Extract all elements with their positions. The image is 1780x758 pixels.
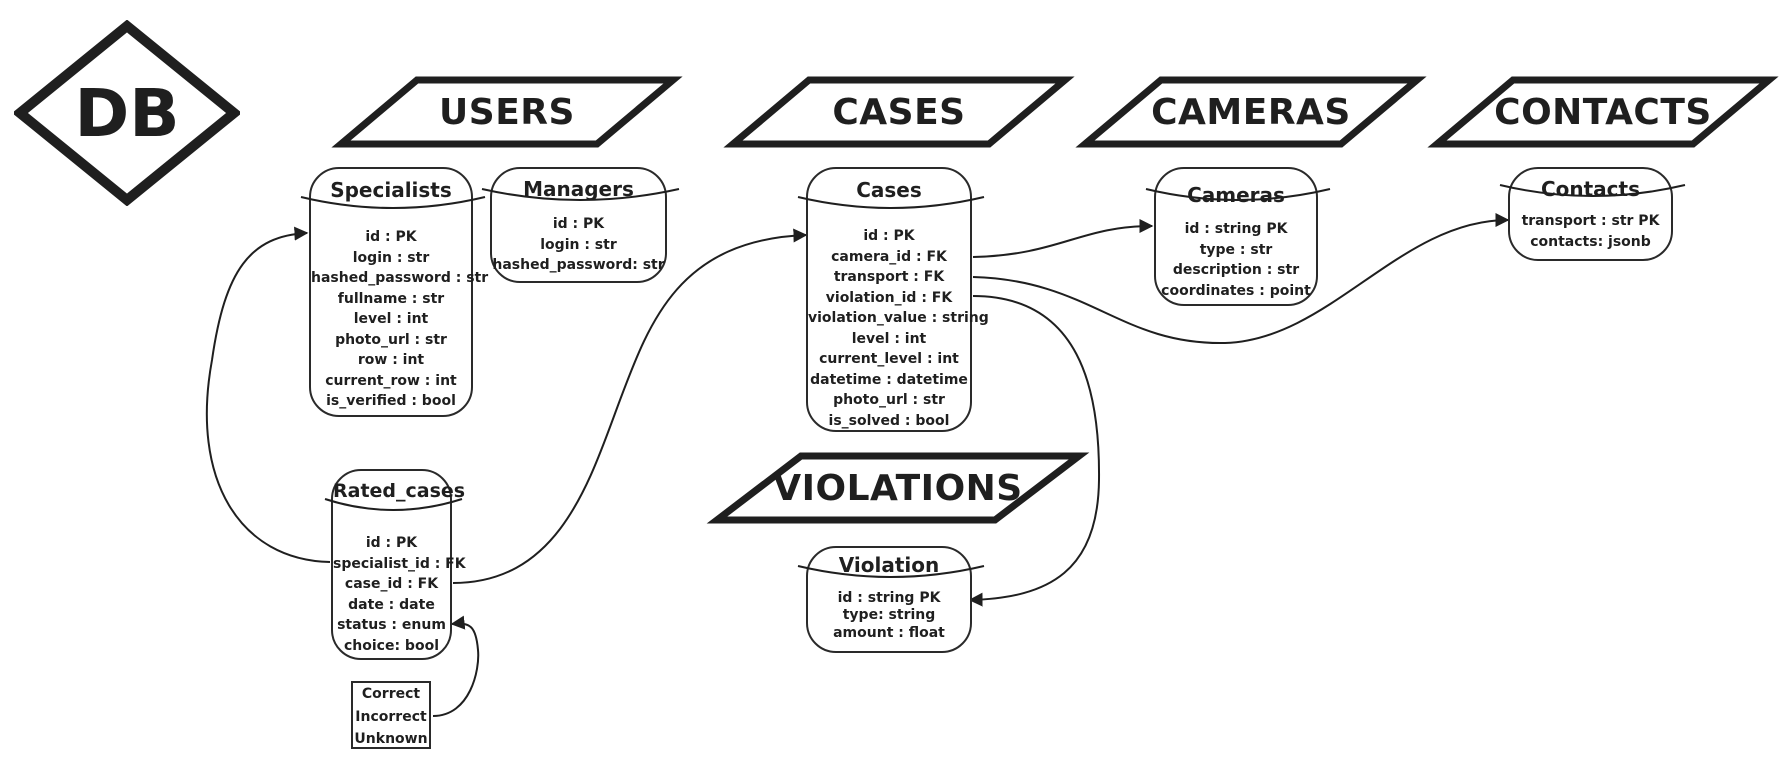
connector-case-camera — [972, 219, 1154, 258]
entity-title: Managers — [523, 177, 634, 201]
field: current_level : int — [819, 351, 959, 367]
section-contacts-label: CONTACTS — [1494, 91, 1712, 133]
parallelogram-shape — [1427, 76, 1779, 148]
entity-contacts[interactable]: Contacts transport : str PK contacts: js… — [1499, 167, 1686, 261]
field: fullname : str — [337, 290, 445, 307]
parallelogram-shape — [723, 76, 1075, 148]
header-divider — [300, 196, 486, 209]
header-divider — [324, 498, 463, 511]
field-list: id : PK camera_id : FK transport : FK vi… — [808, 226, 989, 431]
entity-title: Cameras — [1187, 183, 1285, 207]
field: row : int — [357, 352, 425, 368]
field: status : enum — [337, 617, 446, 633]
field: id : PK — [365, 229, 417, 245]
field: type : str — [1199, 241, 1273, 258]
field: id : PK — [863, 228, 915, 244]
field: login : str — [540, 236, 617, 253]
field: violation_value : string — [808, 310, 989, 326]
entity-title: Contacts — [1540, 177, 1641, 201]
db-logo: DB — [14, 20, 240, 206]
section-contacts: CONTACTS — [1427, 76, 1779, 148]
entity-title: Specialists — [330, 178, 452, 202]
entity-cases[interactable]: Cases id : PK camera_id : FK transport :… — [797, 167, 989, 432]
diamond-shape — [14, 20, 240, 206]
field: id : string PK — [1184, 221, 1288, 237]
field: datetime : datetime — [810, 371, 968, 388]
connector-rated-case — [452, 228, 808, 584]
field: amount : float — [833, 625, 945, 641]
field: photo_url : str — [335, 331, 447, 348]
section-users-label: USERS — [439, 91, 575, 133]
header-divider — [1145, 188, 1331, 201]
section-cameras: CAMERAS — [1075, 76, 1427, 148]
field: camera_id : FK — [831, 248, 947, 265]
enum-value: Correct — [361, 686, 421, 702]
field: violation_id : FK — [825, 289, 953, 306]
db-logo-label: DB — [74, 74, 180, 152]
header-divider — [1499, 184, 1686, 197]
section-cameras-label: CAMERAS — [1151, 91, 1351, 133]
field: photo_url : str — [833, 392, 945, 408]
entity-managers[interactable]: Managers id : PK login : str hashed_pass… — [481, 167, 680, 283]
enum-value: Unknown — [354, 731, 428, 747]
field: choice: bool — [343, 637, 439, 654]
field: type: string — [842, 607, 936, 623]
field: hashed_password : str — [311, 270, 489, 286]
entity-violation[interactable]: Violation id : string PK type: string am… — [797, 546, 985, 653]
field: transport : FK — [833, 269, 945, 285]
entity-specialists[interactable]: Specialists id : PK login : str hashed_p… — [300, 167, 489, 417]
parallelogram-shape — [331, 76, 683, 148]
section-cases: CASES — [723, 76, 1075, 148]
section-cases-label: CASES — [832, 91, 966, 133]
entity-rated-cases[interactable]: Rated_cases id : PK specialist_id : FK c… — [324, 469, 466, 660]
field: transport : str PK — [1521, 213, 1660, 229]
header-divider — [481, 188, 680, 201]
field-list: transport : str PK contacts: jsonb — [1510, 211, 1671, 252]
field: description : str — [1172, 262, 1300, 278]
field-list: id : string PK type: string amount : flo… — [808, 590, 970, 643]
entity-cameras[interactable]: Cameras id : string PK type : str descri… — [1145, 167, 1331, 306]
field: current_row : int — [325, 372, 457, 389]
field: hashed_password: str — [492, 257, 665, 273]
field: coordinates : point — [1161, 282, 1311, 299]
field: case_id : FK — [344, 576, 439, 592]
entity-title: Rated_cases — [333, 480, 466, 502]
connector-case-violation — [968, 295, 1101, 607]
field: is_solved : bool — [828, 412, 950, 429]
field: id : PK — [365, 535, 418, 551]
field: id : string PK — [837, 590, 941, 606]
field: login : str — [352, 249, 430, 266]
field: level : int — [353, 311, 429, 327]
field: is_verified : bool — [326, 393, 456, 409]
parallelogram-shape — [1075, 76, 1427, 148]
header-divider — [797, 565, 985, 578]
field-list: id : PK login : str hashed_password : st… — [311, 227, 489, 412]
field: id : PK — [552, 216, 605, 232]
field: contacts: jsonb — [1530, 233, 1651, 250]
enum-value: Incorrect — [355, 708, 427, 725]
section-violations: VIOLATIONS — [706, 452, 1090, 524]
field-list: id : PK specialist_id : FK case_id : FK … — [333, 533, 466, 656]
section-violations-label: VIOLATIONS — [773, 467, 1023, 509]
entity-title: Violation — [838, 553, 940, 577]
field-list: id : string PK type : str description : … — [1156, 219, 1316, 301]
section-users: USERS — [331, 76, 683, 148]
field-list: id : PK login : str hashed_password: str — [492, 214, 665, 276]
field: specialist_id : FK — [333, 555, 466, 572]
entity-title: Cases — [856, 178, 922, 202]
field: level : int — [851, 330, 927, 347]
status-enum-box[interactable]: Correct Incorrect Unknown — [351, 681, 431, 749]
header-divider — [797, 196, 985, 209]
field: date : date — [348, 596, 435, 613]
